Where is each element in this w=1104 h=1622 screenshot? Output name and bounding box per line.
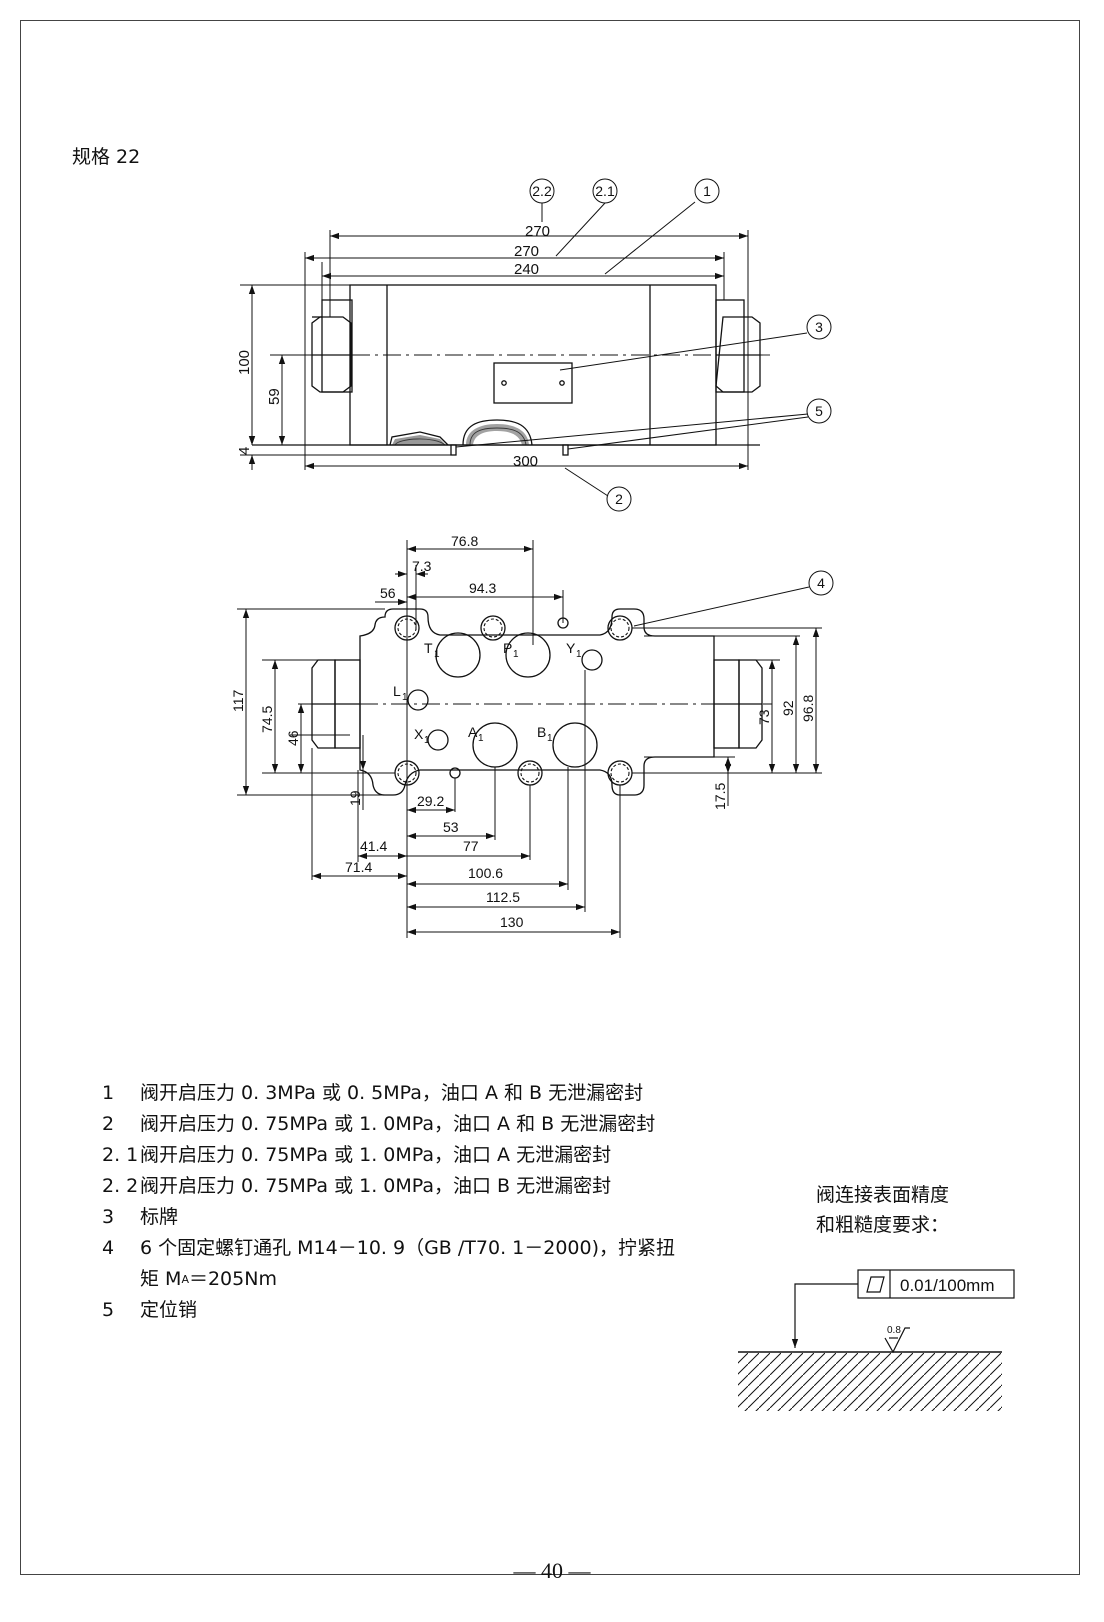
- bottom-view-dimensions: [237, 540, 834, 938]
- balloon-2-1: 2.1: [595, 183, 615, 199]
- balloon-3: 3: [815, 319, 823, 335]
- svg-text:P: P: [503, 640, 512, 656]
- dim-53: 53: [443, 819, 459, 835]
- balloon-2-2: 2.2: [532, 183, 552, 199]
- svg-text:1: 1: [434, 649, 440, 660]
- top-view-balloon-labels: 2.2 2.1 1 3 5 2: [532, 183, 823, 507]
- balloon-5: 5: [815, 403, 823, 419]
- dim-96-8: 96.8: [800, 695, 816, 722]
- dim-74-5: 74.5: [259, 706, 275, 733]
- dim-71-4: 71.4: [345, 859, 372, 875]
- dim-130: 130: [500, 914, 524, 930]
- dim-7-3: 7.3: [412, 558, 432, 574]
- dim-17-5: 17.5: [712, 783, 728, 810]
- balloon-4: 4: [817, 575, 825, 591]
- dim-300: 300: [513, 453, 538, 470]
- dim-112-5: 112.5: [486, 889, 520, 905]
- top-view: [252, 284, 770, 456]
- surface-requirement-text: 0.01/100mm 0.8: [887, 1276, 995, 1336]
- bottom-view: [298, 608, 772, 796]
- dim-100-6: 100.6: [468, 865, 503, 881]
- balloon-1: 1: [703, 183, 711, 199]
- dim-46: 46: [285, 730, 301, 746]
- top-view-dimension-labels: 270 270 240 300 100 59 4: [236, 223, 550, 470]
- spec-title: 规格 22: [72, 146, 141, 168]
- svg-text:1: 1: [576, 649, 582, 660]
- dim-59: 59: [266, 388, 283, 405]
- svg-text:1: 1: [513, 649, 519, 660]
- dim-117: 117: [230, 689, 246, 712]
- dim-100: 100: [236, 350, 253, 375]
- svg-text:T: T: [424, 640, 433, 656]
- roughness-icon: [884, 1327, 910, 1354]
- dim-29-2: 29.2: [417, 793, 444, 809]
- top-view-dimensions: [240, 230, 749, 470]
- roughness-value: 0.8: [887, 1325, 901, 1336]
- svg-text:1: 1: [402, 692, 408, 703]
- svg-text:1: 1: [424, 735, 430, 746]
- flatness-icon: [866, 1276, 885, 1293]
- dim-240: 240: [514, 261, 539, 278]
- svg-text:B: B: [537, 724, 546, 740]
- dim-56: 56: [380, 585, 396, 601]
- balloon-2: 2: [615, 491, 623, 507]
- dim-77: 77: [463, 838, 479, 854]
- dim-94-3: 94.3: [469, 580, 496, 596]
- dim-270-top: 270: [525, 223, 550, 240]
- dim-76-8: 76.8: [451, 533, 478, 549]
- page-number: — 40 —: [513, 1558, 591, 1583]
- page-frame: [20, 20, 1080, 1575]
- dim-4: 4: [236, 447, 253, 455]
- dim-41-4: 41.4: [360, 838, 387, 854]
- top-view-balloons: [455, 178, 832, 512]
- svg-text:X: X: [414, 726, 424, 742]
- surface-requirement-symbol: [738, 1269, 1015, 1411]
- dim-270: 270: [514, 243, 539, 260]
- dim-92: 92: [780, 700, 796, 716]
- svg-text:L: L: [393, 683, 401, 699]
- svg-text:1: 1: [478, 733, 484, 744]
- svg-text:Y: Y: [566, 640, 576, 656]
- svg-text:A: A: [468, 724, 478, 740]
- flatness-value: 0.01/100mm: [900, 1276, 995, 1295]
- svg-text:1: 1: [547, 733, 553, 744]
- dim-73: 73: [756, 709, 772, 725]
- dim-19: 19: [347, 790, 363, 806]
- surface-requirement-title: 阀连接表面精度 和粗糙度要求：: [815, 1184, 949, 1236]
- bottom-view-dimension-labels: 76.8 7.3 94.3 56 29.2 53 41.4 77 71.4 10…: [230, 533, 825, 930]
